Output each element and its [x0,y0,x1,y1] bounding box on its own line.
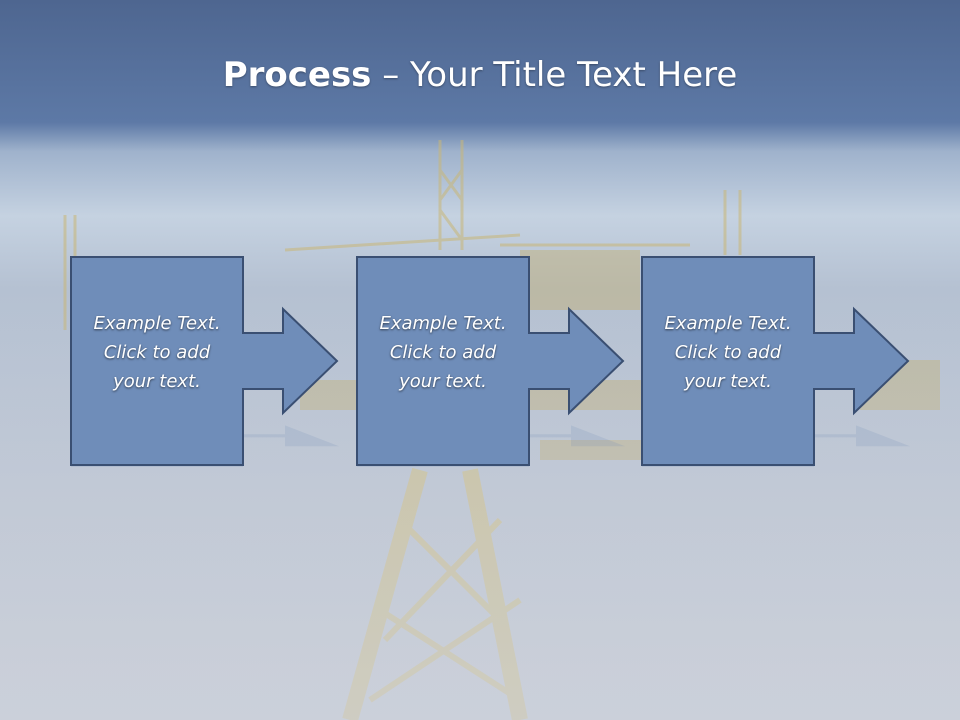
title-rest: – Your Title Text Here [371,55,738,95]
step-text[interactable]: Example Text. Click to add your text. [71,309,243,396]
step-text-line: Example Text. [379,313,507,334]
step-text-line: Click to add [103,342,211,363]
slide-title: Process – Your Title Text Here [0,52,960,98]
process-step-1[interactable]: Example Text. Click to add your text. [70,256,341,517]
step-shape [70,256,339,467]
step-text-line: your text. [113,371,201,392]
step-shape [356,256,625,467]
step-text-line: Click to add [389,342,497,363]
step-text-line: Example Text. [93,313,221,334]
process-step-3[interactable]: Example Text. Click to add your text. [641,256,912,517]
step-text-line: your text. [399,371,487,392]
step-text-line: Click to add [674,342,782,363]
step-shape [641,256,910,467]
step-text[interactable]: Example Text. Click to add your text. [642,309,814,396]
step-text-line: Example Text. [664,313,792,334]
process-step-2[interactable]: Example Text. Click to add your text. [356,256,627,517]
title-bold: Process [222,55,372,95]
step-text-line: your text. [684,371,772,392]
step-text[interactable]: Example Text. Click to add your text. [357,309,529,396]
